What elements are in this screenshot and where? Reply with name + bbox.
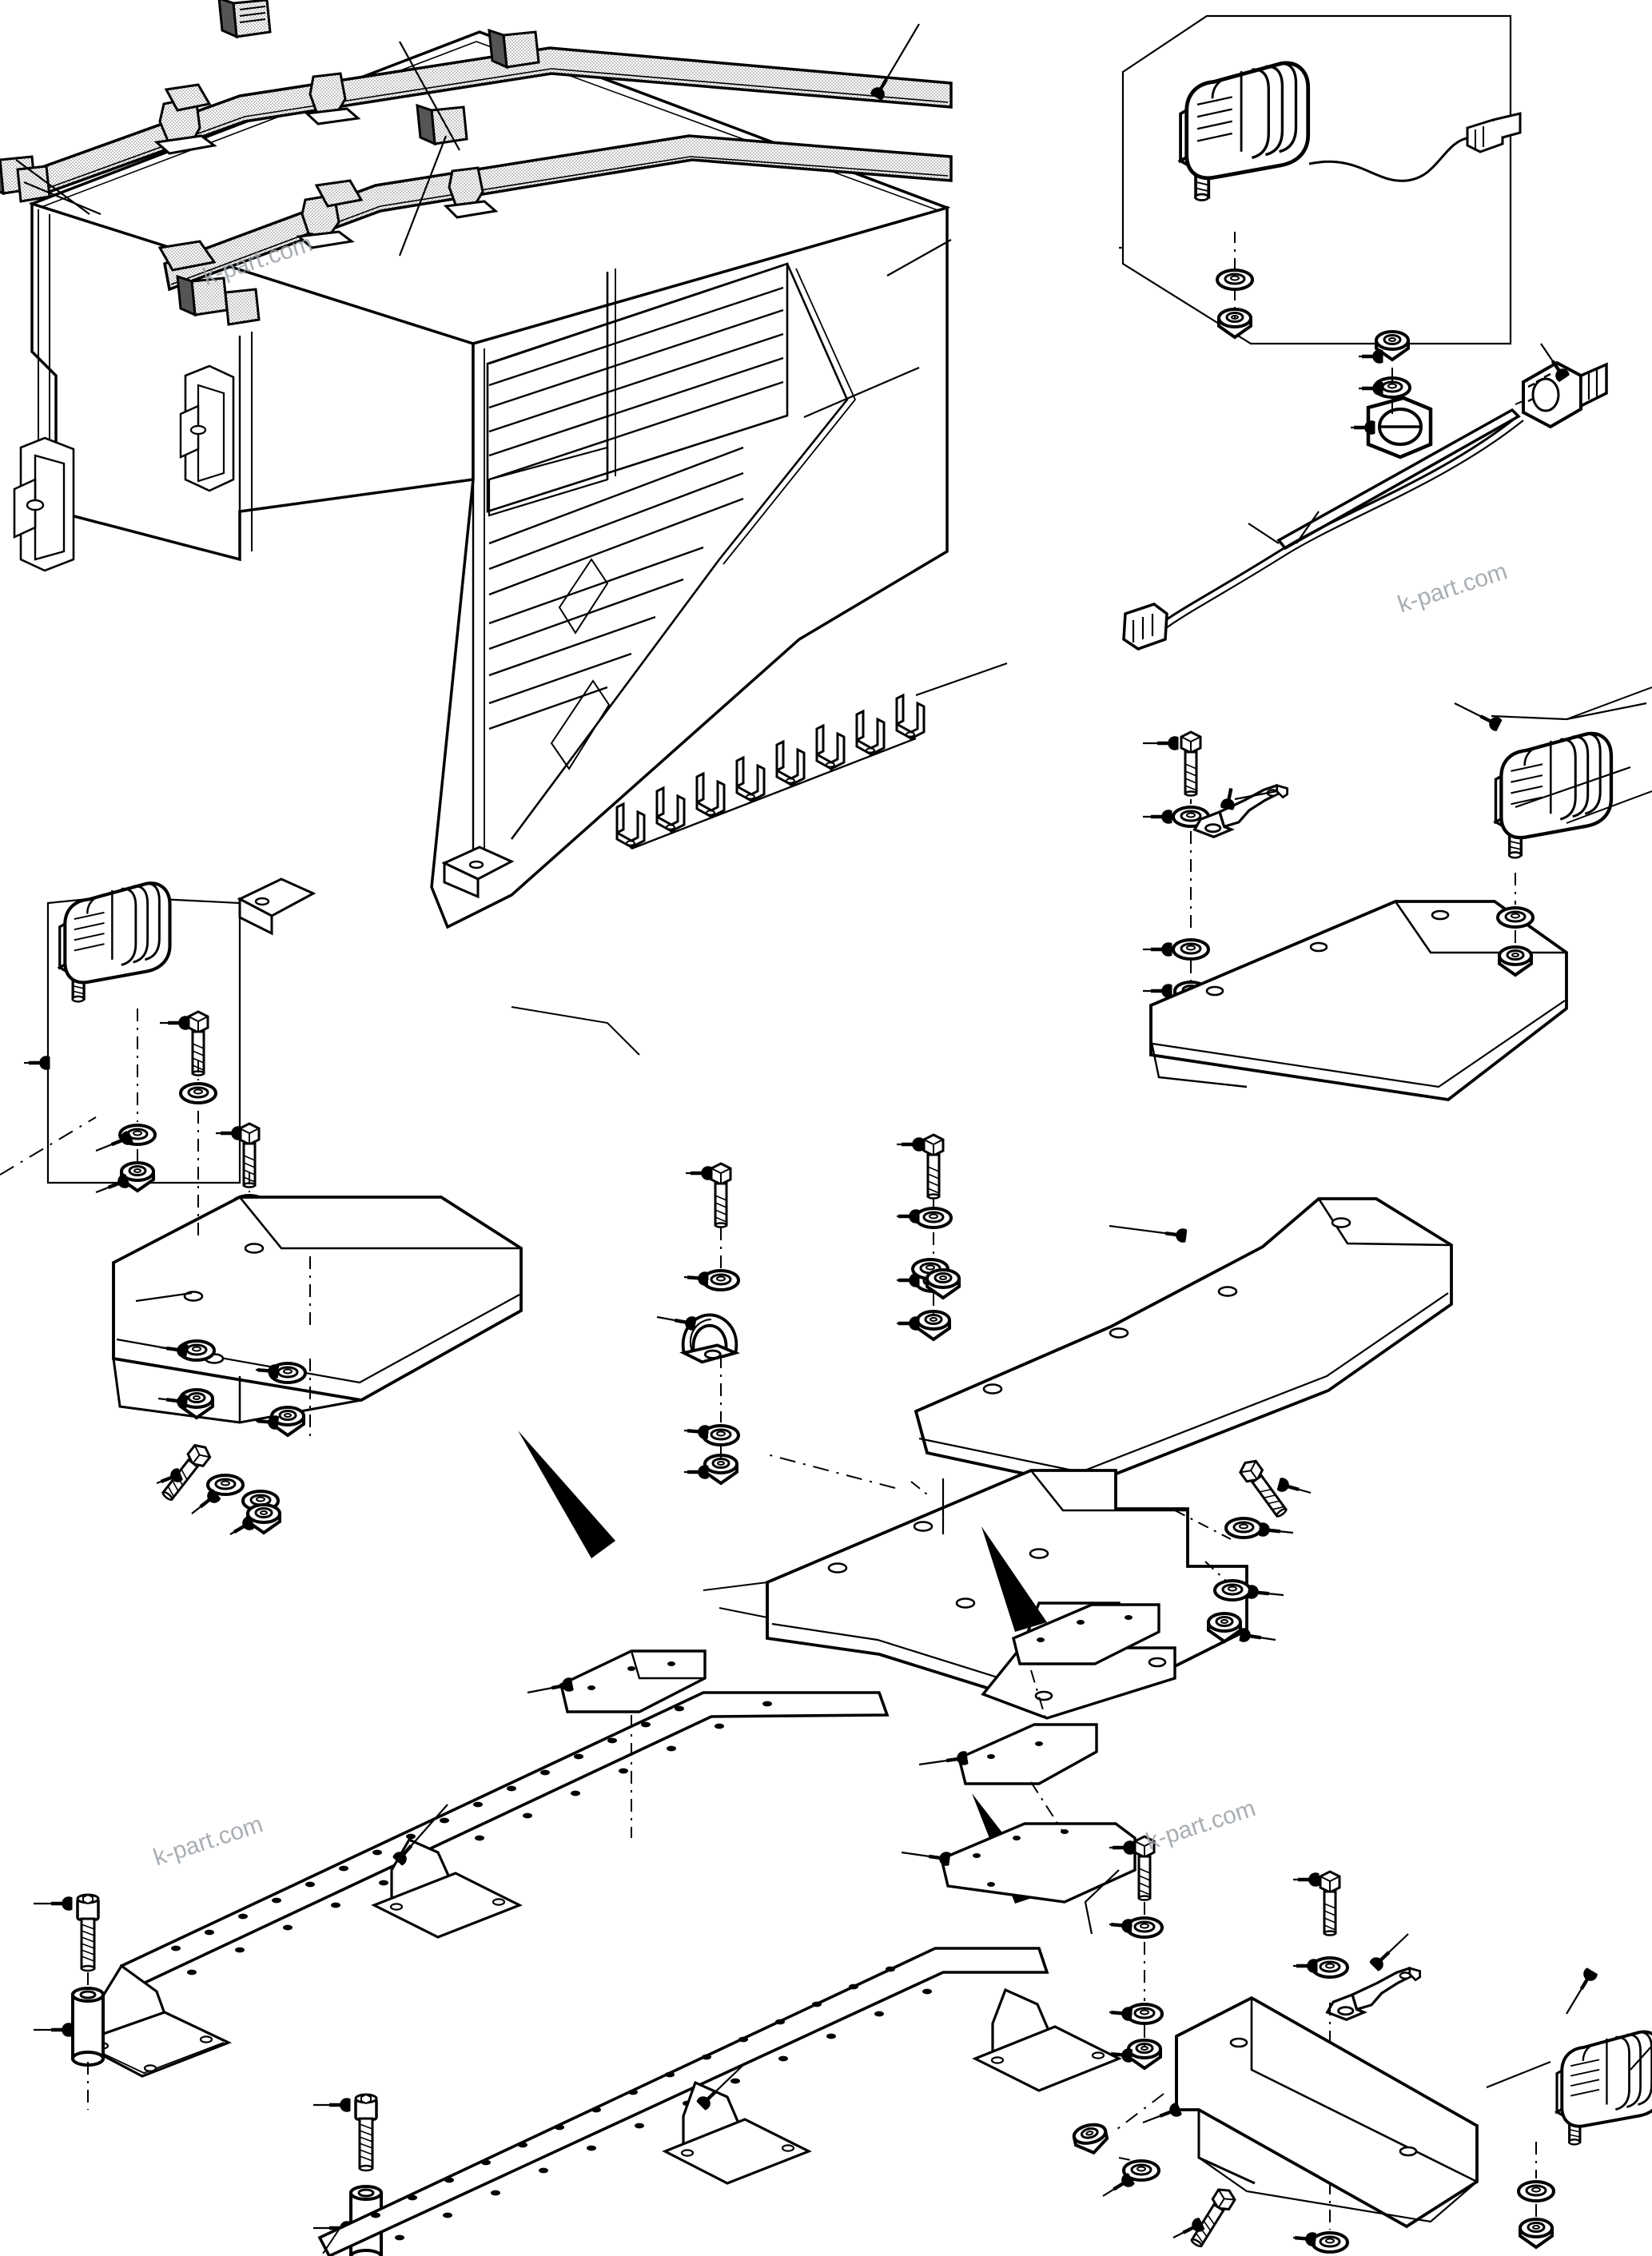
left-mid-group	[0, 883, 523, 1535]
washer-br2	[1125, 2003, 1164, 2025]
rubber-grommet	[1366, 396, 1433, 460]
washer-br-lamp	[1517, 2180, 1555, 2202]
washer-lm-1	[179, 1082, 217, 1104]
cable-clip-strip	[615, 662, 1008, 850]
cab-canopy-assembly	[0, 0, 953, 936]
angle-bracket-right	[1149, 900, 1568, 1101]
washer-c4	[702, 1424, 740, 1446]
washer-lm-5	[206, 1474, 245, 1496]
hex-bolt-c2	[710, 1162, 732, 1228]
right-mid-group	[1143, 686, 1652, 1101]
harness-cable-long	[1158, 414, 1519, 627]
washer-lm-3	[177, 1339, 216, 1362]
washer-br4	[1311, 2231, 1349, 2254]
washer-br1	[1125, 1916, 1164, 1939]
washer-rm-2	[1172, 938, 1210, 961]
washer-c1	[914, 1207, 953, 1229]
top-right-lamp-group	[1119, 14, 1522, 345]
washer-top-lamp	[1216, 269, 1254, 291]
group-bracket-box	[1121, 14, 1512, 345]
side-mirror-bracket	[179, 364, 235, 492]
channel-bracket-bottom-right	[1142, 1995, 1479, 2229]
rail-joiner-brackets	[527, 1603, 1160, 1935]
roof-light-bar-rail-rear	[163, 134, 953, 292]
lamp-cable-top	[1308, 136, 1471, 182]
washer-c3	[702, 1269, 740, 1291]
harness-plug-bottom	[1122, 603, 1168, 651]
conduit-kit-group	[1122, 330, 1608, 651]
cap-screw-bl-1	[76, 1893, 100, 1972]
bottom-right-group	[1070, 1835, 1652, 2254]
washer-br3	[1311, 1956, 1349, 1979]
perforated-rail-2	[317, 1947, 1122, 2256]
louvre-grille-panel	[486, 262, 857, 840]
spacer-bl-1	[71, 1987, 105, 2067]
washer-lm-4	[269, 1362, 307, 1384]
washer-br-extra	[1122, 2159, 1160, 2182]
washer-left-lamp	[118, 1124, 157, 1146]
washer-right-lamp	[1496, 906, 1535, 929]
hex-bolt-c1	[922, 1133, 945, 1200]
washer-c6	[1224, 1517, 1263, 1539]
cap-screw-bl-2	[354, 2093, 378, 2172]
washer-c7	[1213, 1579, 1252, 1601]
cable-connector-top	[1466, 112, 1522, 153]
hex-bolt-br2	[1319, 1870, 1341, 1936]
perforated-rail-1	[75, 1691, 890, 2078]
rail-mount-pads	[157, 83, 364, 272]
cab-rear-wall	[430, 205, 949, 929]
hex-bolt-rm	[1180, 730, 1202, 797]
door-handle-bracket	[13, 436, 75, 572]
